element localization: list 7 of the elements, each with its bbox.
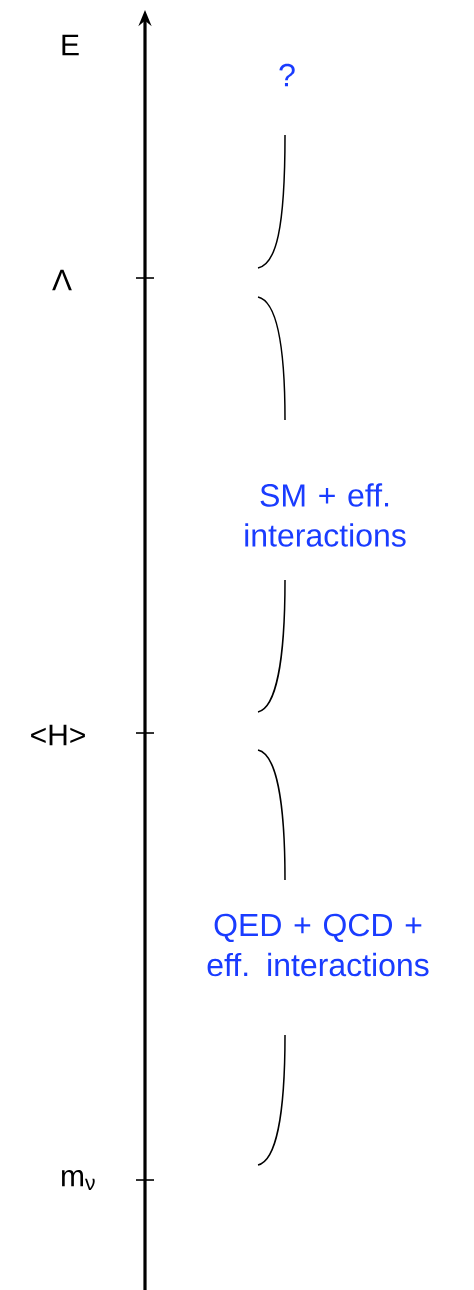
axis-label: Λ — [52, 269, 72, 291]
axis-label: E — [62, 34, 79, 56]
range-label: SM + eff. interactions — [245, 483, 406, 547]
axis-label: m$_{ν}$ — [62, 1170, 95, 1190]
range-label: QED + QCD + eff. interactions — [207, 913, 429, 977]
range-label: ? — [279, 63, 295, 87]
axis-label: <H> — [31, 724, 85, 746]
